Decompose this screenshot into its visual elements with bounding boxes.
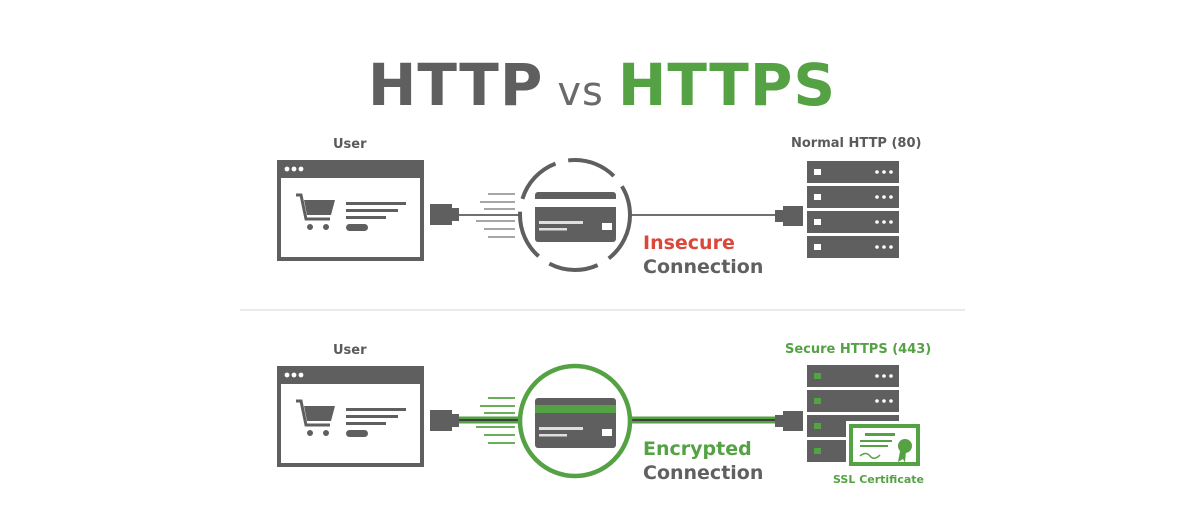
http-server-leds: [814, 169, 893, 250]
http-speed-lines: [476, 193, 515, 238]
shopping-cart-icon: [296, 193, 335, 230]
https-connection-status: Encrypted Connection: [643, 437, 763, 485]
page-title: HTTP vs HTTPS: [0, 50, 1204, 127]
http-server-plug-icon: [775, 206, 803, 226]
http-credit-card-icon: [535, 192, 616, 242]
http-status-line2: Connection: [643, 256, 764, 278]
https-user-label: User: [333, 343, 367, 358]
ssl-certificate-icon: [846, 421, 923, 469]
https-server-label: Secure HTTPS (443): [785, 342, 932, 357]
http-connection-status: Insecure Connection: [643, 231, 763, 279]
http-server-label: Normal HTTP (80): [791, 136, 922, 151]
title-vs: vs: [557, 69, 604, 115]
title-http: HTTP: [367, 51, 544, 119]
shopping-cart-icon: [296, 399, 335, 436]
http-user-plug-icon: [430, 204, 459, 225]
title-https: HTTPS: [617, 51, 837, 119]
https-status-line2: Connection: [643, 462, 764, 484]
https-server-leds: [814, 373, 893, 454]
http-user-browser-icon: [277, 160, 424, 261]
http-user-label: User: [333, 137, 367, 152]
https-credit-card-icon: [535, 398, 616, 448]
https-speed-lines: [476, 397, 515, 444]
http-server-rack-icon: [807, 161, 899, 258]
https-status-line1: Encrypted: [643, 438, 752, 460]
ssl-certificate-label: SSL Certificate: [833, 473, 924, 486]
https-user-plug-icon: [430, 410, 459, 431]
https-server-plug-icon: [775, 411, 803, 431]
https-user-browser-icon: [277, 366, 424, 467]
http-status-line1: Insecure: [643, 232, 735, 254]
